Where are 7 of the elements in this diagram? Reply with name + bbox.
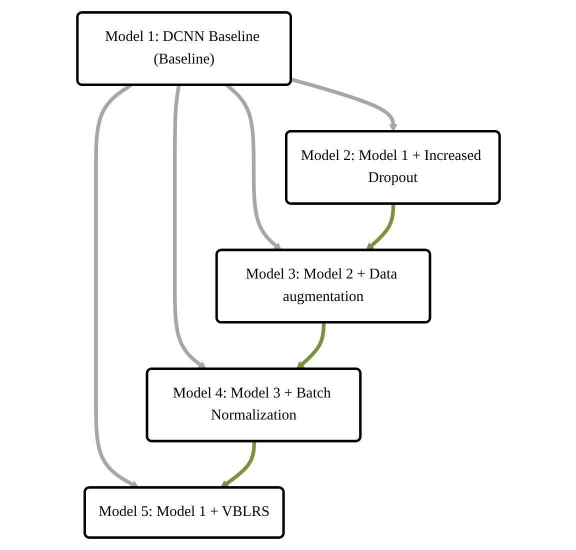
- arrow: [225, 84, 282, 251]
- arrow: [365, 204, 395, 251]
- arrow: [296, 322, 326, 370]
- arrow: [172, 84, 206, 370]
- arrow: [290, 78, 397, 132]
- arrow: [94, 84, 139, 488]
- arrow: [220, 442, 256, 488]
